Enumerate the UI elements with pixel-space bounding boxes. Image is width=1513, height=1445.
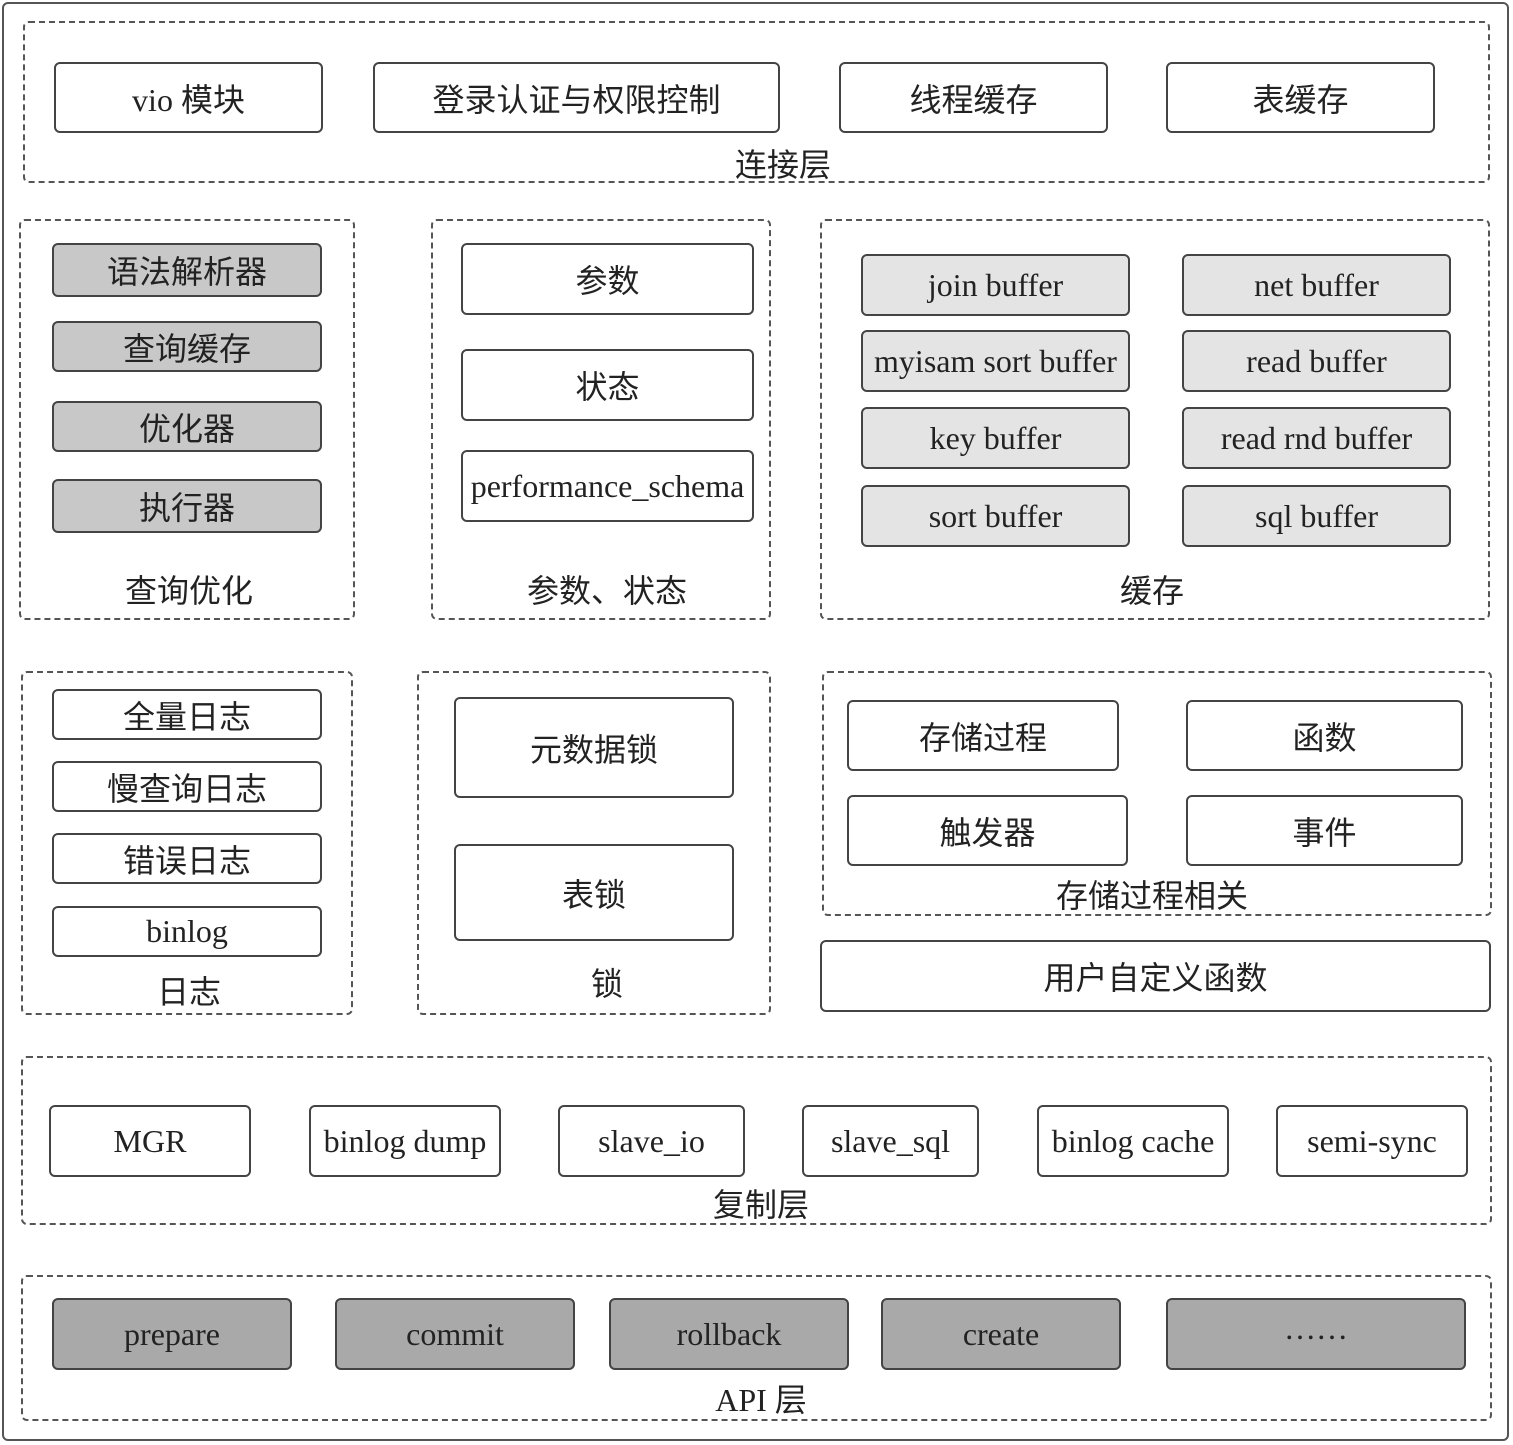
event-box: 事件 [1186, 795, 1463, 866]
error-log-box: 错误日志 [52, 833, 322, 884]
table-cache-box: 表缓存 [1166, 62, 1435, 133]
connection-layer-group [23, 21, 1490, 183]
executor-box: 执行器 [52, 479, 322, 533]
rollback-box: rollback [609, 1298, 849, 1370]
api-layer-group [21, 1275, 1492, 1421]
auth-privilege-box: 登录认证与权限控制 [373, 62, 780, 133]
logs-group [21, 671, 353, 1015]
mgr-box: MGR [49, 1105, 251, 1177]
stored-procedure-box: 存储过程 [847, 700, 1119, 771]
slave-io-box: slave_io [558, 1105, 745, 1177]
read-rnd-buffer-box: read rnd buffer [1182, 407, 1451, 469]
replication-layer-group [21, 1056, 1492, 1225]
thread-cache-box: 线程缓存 [839, 62, 1108, 133]
table-lock-box: 表锁 [454, 844, 734, 941]
cache-group [820, 219, 1490, 620]
read-buffer-box: read buffer [1182, 330, 1451, 392]
sql-buffer-box: sql buffer [1182, 485, 1451, 547]
cache-label: 缓存 [1119, 573, 1185, 609]
udf-box: 用户自定义函数 [820, 940, 1491, 1012]
query-cache-box: 查询缓存 [52, 321, 322, 372]
params-box: 参数 [461, 243, 754, 315]
net-buffer-box: net buffer [1182, 254, 1451, 316]
binlog-box: binlog [52, 906, 322, 957]
connection-layer-label: 连接层 [734, 147, 832, 183]
key-buffer-box: key buffer [861, 407, 1130, 469]
binlog-dump-box: binlog dump [309, 1105, 501, 1177]
locks-group [417, 671, 771, 1015]
stored-procedures-label: 存储过程相关 [1055, 878, 1249, 914]
semi-sync-box: semi-sync [1276, 1105, 1468, 1177]
metadata-lock-box: 元数据锁 [454, 697, 734, 798]
locks-label: 锁 [590, 966, 624, 1002]
general-log-box: 全量日志 [52, 689, 322, 740]
create-box: create [881, 1298, 1121, 1370]
replication-layer-label: 复制层 [712, 1187, 810, 1223]
trigger-box: 触发器 [847, 795, 1128, 866]
params-status-group [431, 219, 771, 620]
prepare-box: prepare [52, 1298, 292, 1370]
params-status-label: 参数、状态 [526, 573, 688, 609]
stored-procedures-group [822, 671, 1492, 916]
slow-query-log-box: 慢查询日志 [52, 761, 322, 812]
myisam-sort-buffer-box: myisam sort buffer [861, 330, 1130, 392]
status-box: 状态 [461, 349, 754, 421]
slave-sql-box: slave_sql [802, 1105, 979, 1177]
parser-box: 语法解析器 [52, 243, 322, 297]
logs-label: 日志 [156, 974, 222, 1010]
binlog-cache-box: binlog cache [1037, 1105, 1229, 1177]
query-optimization-label: 查询优化 [124, 573, 254, 609]
more-box: …… [1166, 1298, 1466, 1370]
join-buffer-box: join buffer [861, 254, 1130, 316]
commit-box: commit [335, 1298, 575, 1370]
performance-schema-box: performance_schema [461, 450, 754, 522]
function-box: 函数 [1186, 700, 1463, 771]
api-layer-label: API 层 [715, 1382, 807, 1418]
vio-module-box: vio 模块 [54, 62, 323, 133]
sort-buffer-box: sort buffer [861, 485, 1130, 547]
optimizer-box: 优化器 [52, 401, 322, 452]
query-optimization-group [19, 219, 355, 620]
